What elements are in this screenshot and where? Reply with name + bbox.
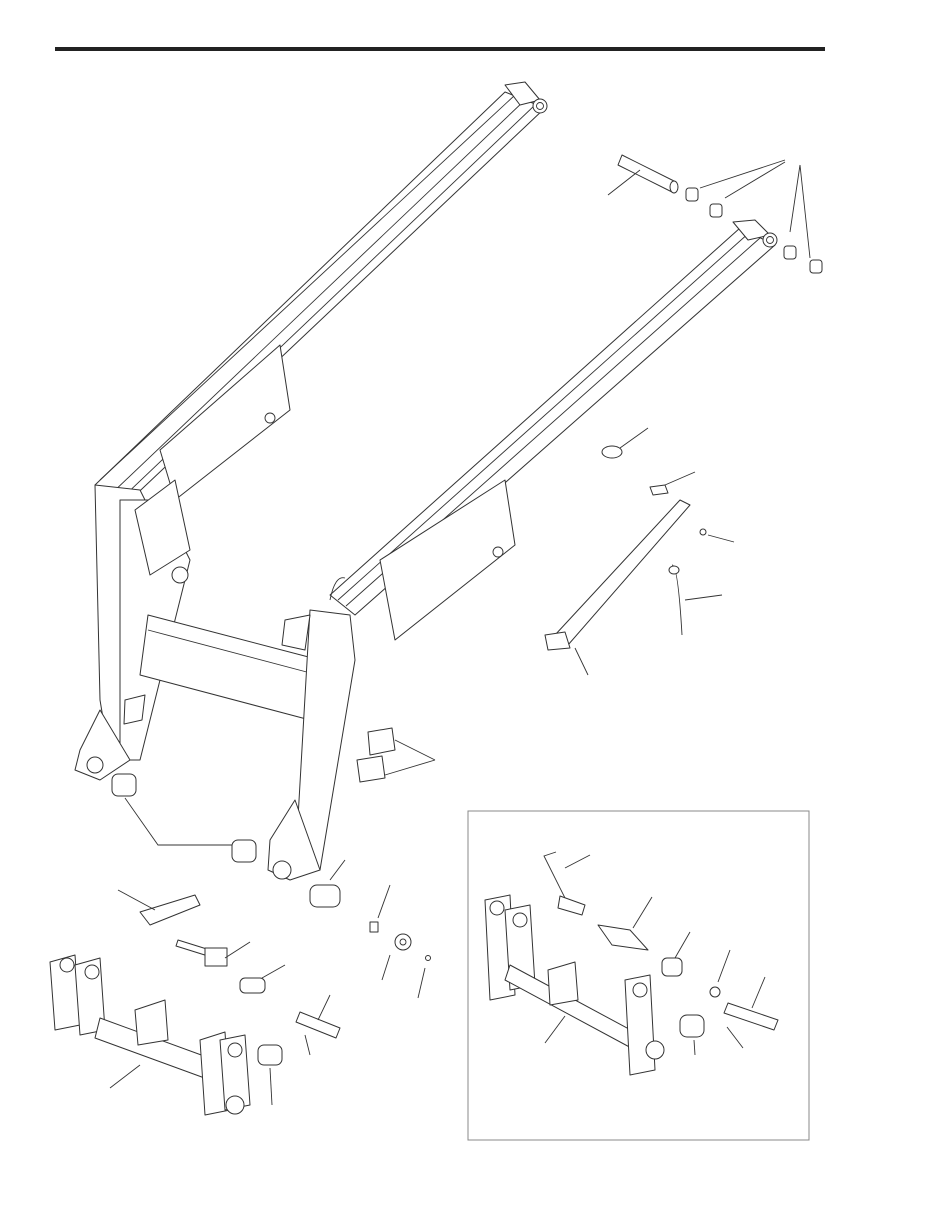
inset-detail <box>467 810 810 1141</box>
small-hardware <box>601 427 735 636</box>
quick-attach-frame <box>49 954 251 1116</box>
quick-attach-parts-left <box>117 859 431 1106</box>
right-loader-arm <box>267 219 778 881</box>
wear-pads <box>356 727 436 783</box>
lower-bushings <box>111 773 257 863</box>
header-rule <box>55 47 825 51</box>
leveling-rod <box>544 499 691 676</box>
pivot-pin-and-bushings <box>607 154 823 274</box>
